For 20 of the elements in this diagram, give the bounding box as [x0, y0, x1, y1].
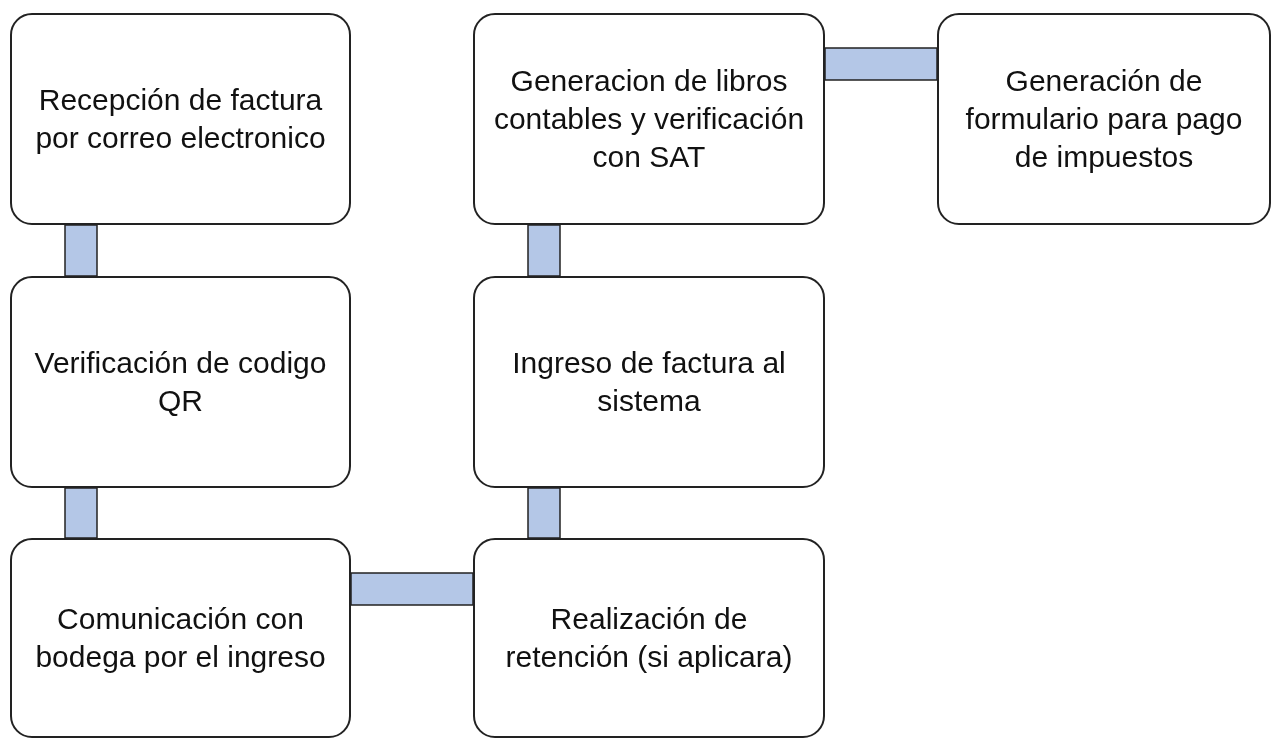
process-box: [473, 13, 825, 225]
process-box: [10, 276, 351, 488]
box-label: Ingreso de factura al sistema: [511, 345, 787, 419]
process-box: [473, 276, 825, 488]
box-label: Recepción de factura por correo electronico: [34, 82, 327, 156]
box-label: Realización de retención (si aplicara): [504, 601, 794, 675]
process-box: [10, 13, 351, 225]
connector-bar: [350, 572, 474, 606]
connector-bar: [824, 47, 938, 81]
process-box: [10, 538, 351, 738]
process-box: [937, 13, 1271, 225]
connector-bar: [64, 224, 98, 277]
process-box: [473, 538, 825, 738]
box-label: Verificación de codigo QR: [33, 345, 328, 419]
box-label: Generación de formulario para pago de impuestos: [964, 63, 1244, 175]
connector-bar: [527, 224, 561, 277]
connector-bar: [527, 487, 561, 539]
connector-bar: [64, 487, 98, 539]
box-label: Generacion de libros contables y verificación con SAT: [492, 63, 806, 175]
box-label: Comunicación con bodega por el ingreso: [34, 601, 327, 675]
